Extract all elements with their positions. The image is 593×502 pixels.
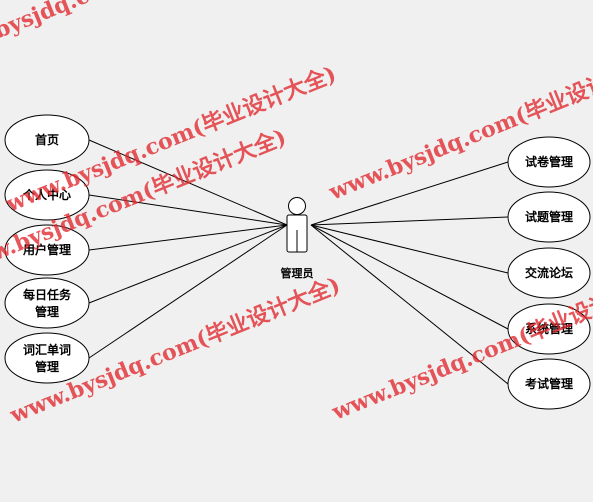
use-case-label: 个人中心 [22, 187, 71, 202]
use-case-vocabulary-management[interactable]: 词汇单词 管理 [4, 332, 90, 384]
use-case-label: 试题管理 [525, 209, 573, 224]
use-case-label: 词汇单词 [23, 342, 71, 357]
association-line [88, 224, 288, 251]
use-case-label: 首页 [35, 132, 59, 147]
use-case-ellipse [507, 247, 591, 299]
association-line [88, 224, 288, 304]
use-case-exam-management[interactable]: 考试管理 [507, 358, 591, 410]
association-line [88, 224, 288, 359]
association-line [310, 161, 509, 226]
use-case-ellipse [507, 358, 591, 410]
association-line [88, 194, 288, 226]
use-case-label: 系统管理 [525, 321, 573, 336]
watermark-text: www.bysjdq.com(毕业设计大全) [0, 0, 270, 68]
association-line [310, 216, 509, 226]
association-line [88, 139, 288, 226]
association-line [310, 224, 509, 330]
use-case-label-line2: 管理 [35, 304, 59, 319]
association-line [310, 224, 509, 274]
use-case-system-management[interactable]: 系统管理 [507, 303, 591, 355]
use-case-ellipse [507, 191, 591, 243]
use-case-exam-paper-management[interactable]: 试卷管理 [507, 136, 591, 188]
use-case-ellipse [4, 114, 90, 166]
use-case-personal-center[interactable]: 个人中心 [4, 169, 90, 221]
use-case-user-management[interactable]: 用户管理 [4, 224, 90, 276]
use-case-question-management[interactable]: 试题管理 [507, 191, 591, 243]
use-case-label: 交流论坛 [525, 265, 573, 280]
use-case-label: 试卷管理 [525, 154, 573, 169]
association-line [310, 224, 509, 385]
use-case-ellipse [4, 224, 90, 276]
use-case-ellipse [4, 332, 90, 384]
use-case-label: 每日任务 [23, 287, 72, 302]
actor-head [288, 197, 306, 215]
use-case-home[interactable]: 首页 [4, 114, 90, 166]
use-case-label-line2: 管理 [35, 359, 59, 374]
use-case-forum[interactable]: 交流论坛 [507, 247, 591, 299]
use-case-ellipse [507, 136, 591, 188]
actor-administrator: 管理员 [281, 197, 314, 280]
use-case-label: 用户管理 [22, 242, 71, 257]
use-case-ellipse [4, 169, 90, 221]
use-case-ellipse [507, 303, 591, 355]
actor-label: 管理员 [281, 266, 314, 280]
use-case-ellipse [4, 277, 90, 329]
use-case-label: 考试管理 [525, 376, 573, 391]
use-case-daily-task-management[interactable]: 每日任务 管理 [4, 277, 90, 329]
